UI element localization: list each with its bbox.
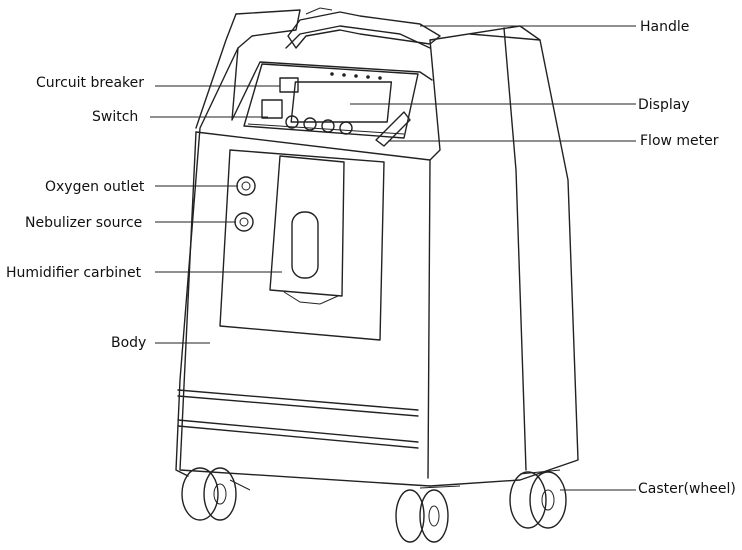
label-oxygen-outlet: Oxygen outlet bbox=[45, 179, 145, 195]
label-body: Body bbox=[111, 335, 147, 351]
outlets bbox=[234, 176, 256, 232]
label-circuit-breaker: Curcuit breaker bbox=[36, 75, 145, 91]
label-caster: Caster(wheel) bbox=[638, 481, 736, 497]
label-flow-meter: Flow meter bbox=[640, 133, 719, 149]
label-nebulizer-source: Nebulizer source bbox=[25, 215, 143, 231]
label-display: Display bbox=[638, 97, 690, 113]
control-panel bbox=[243, 63, 419, 147]
leader-lines bbox=[150, 25, 636, 491]
handle-shape bbox=[285, 7, 441, 49]
label-handle: Handle bbox=[640, 19, 690, 35]
casters bbox=[181, 467, 567, 543]
label-switch: Switch bbox=[92, 109, 139, 125]
label-humidifier-cabinet: Humidifier carbinet bbox=[6, 265, 142, 281]
humidifier-cabinet-shape bbox=[219, 149, 385, 341]
